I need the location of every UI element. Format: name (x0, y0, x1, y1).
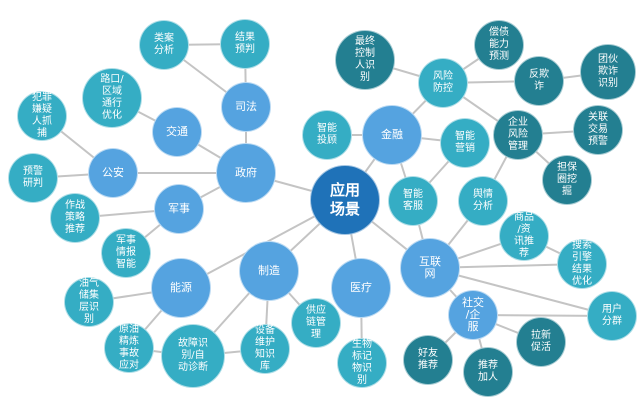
node-case: 类案 分析 (139, 20, 189, 70)
node-medical: 医疗 (331, 258, 391, 318)
node-verdict: 结果 预判 (220, 19, 270, 69)
node-internet: 互联 网 (400, 238, 460, 298)
node-strategy: 作战 策略 推荐 (50, 193, 100, 243)
node-bio: 生物 标记 物识 别 (337, 338, 387, 388)
node-root: 应用 场景 (310, 165, 380, 235)
node-opinion: 舆情 分析 (458, 176, 508, 226)
node-military: 军事 (154, 184, 204, 234)
node-segment: 用户 分群 (587, 291, 637, 341)
node-equip: 设备 维护 知识 库 (240, 324, 290, 374)
node-service: 智能 客服 (388, 176, 438, 226)
node-police: 公安 (88, 148, 138, 198)
node-guarantee: 担保 圈挖 掘 (542, 155, 592, 205)
node-growth: 拉新 促活 (516, 317, 566, 367)
node-enterprise: 企业 风险 管理 (493, 110, 543, 160)
node-intel: 军事 情报 智能 (101, 228, 151, 278)
node-recommend: 商品 /资 讯推 荐 (499, 211, 549, 261)
node-finance: 金融 (362, 105, 422, 165)
node-road: 路口/ 区域 通行 优化 (82, 68, 142, 128)
node-risk: 风险 防控 (418, 58, 468, 108)
node-gang: 团伙 欺诈 识别 (580, 44, 636, 100)
node-search: 搜索 引擎 结果 优化 (557, 239, 607, 289)
node-addpeople: 推荐 加人 (463, 347, 513, 397)
node-suspect: 犯罪 嫌疑 人抓 捕 (17, 91, 67, 141)
node-social: 社交 /企 服 (448, 290, 498, 340)
node-oil: 油气 储集 层识 别 (64, 277, 114, 327)
node-judicial: 司法 (221, 82, 271, 132)
node-refine: 原油 精炼 事故 应对 (104, 323, 154, 373)
node-warning: 预警 研判 (8, 153, 58, 203)
node-gov: 政府 (216, 143, 276, 203)
node-antifraud: 反欺 诈 (514, 56, 564, 106)
node-fault: 故障识 别/自 动诊断 (161, 324, 225, 388)
node-solvency: 偿债 能力 预测 (474, 20, 524, 70)
node-energy: 能源 (151, 258, 211, 318)
node-marketing: 智能 营销 (440, 118, 490, 168)
node-traffic: 交通 (152, 107, 202, 157)
node-advisor: 智能 投顾 (302, 110, 352, 160)
node-friend: 好友 推荐 (403, 335, 453, 385)
edge-internet-segment (429, 267, 613, 317)
node-supply: 供应 链管 理 (291, 298, 341, 348)
node-controller: 最终 控制 人识 别 (335, 30, 395, 90)
node-related: 关联 交易 预警 (573, 105, 623, 155)
node-manufacture: 制造 (239, 241, 299, 301)
